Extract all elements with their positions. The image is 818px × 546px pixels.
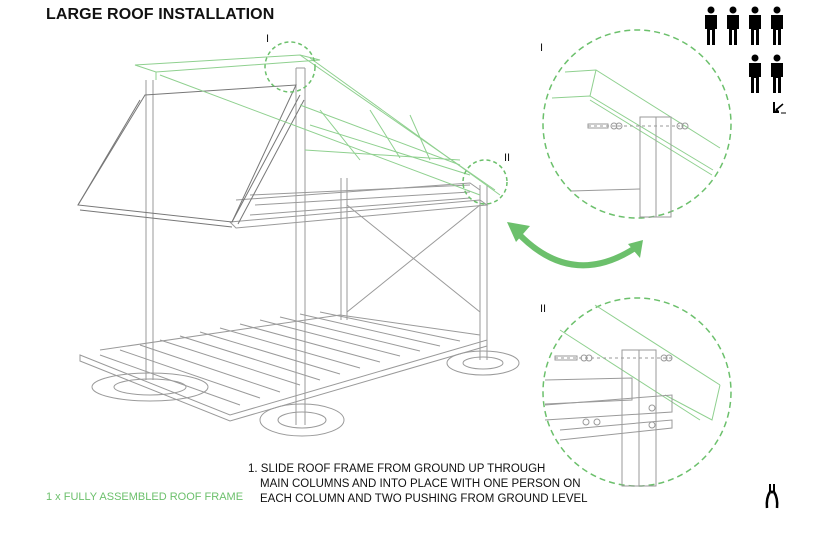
- instructions: 1. SLIDE ROOF FRAME FROM GROUND UP THROU…: [248, 462, 588, 507]
- instruction-line: EACH COLUMN AND TWO PUSHING FROM GROUND …: [260, 493, 588, 505]
- person-icon: [749, 6, 761, 45]
- detail-label-I: I: [540, 42, 544, 54]
- detail-I: [542, 29, 732, 219]
- people-required: [702, 6, 798, 102]
- column-right-front: [479, 185, 488, 360]
- callout-circle-I: [264, 41, 316, 93]
- main-column-front: [295, 67, 306, 425]
- detail-II: [542, 297, 732, 487]
- person-icon: [771, 54, 783, 93]
- ground-pad: [462, 356, 504, 370]
- person-icon: [727, 6, 739, 45]
- callout-label-II: II: [504, 152, 511, 164]
- person-icon: [749, 54, 761, 93]
- callout-label-I: I: [266, 33, 270, 45]
- instruction-line: 1. SLIDE ROOF FRAME FROM GROUND UP THROU…: [248, 463, 546, 475]
- roof-panel: [77, 84, 297, 223]
- instruction-line: MAIN COLUMNS AND INTO PLACE WITH ONE PER…: [260, 478, 581, 490]
- person-icon: [705, 6, 717, 45]
- ground-pad: [259, 403, 345, 437]
- double-arrow-icon: [507, 222, 643, 269]
- column-left-back: [145, 80, 154, 380]
- column-right-back: [340, 178, 348, 320]
- pliers-icon: [765, 484, 779, 509]
- person-icon: [771, 6, 783, 45]
- resize-arrow-icon: [773, 102, 786, 114]
- detail-label-II: II: [540, 303, 547, 315]
- ground-pad: [113, 378, 187, 396]
- roof-frame-green: [134, 54, 501, 196]
- ground-pad: [446, 350, 520, 376]
- parts-note: 1 x FULLY ASSEMBLED ROOF FRAME: [46, 491, 244, 503]
- ground-pad: [277, 411, 327, 429]
- callout-circle-II: [462, 159, 508, 205]
- floor-joists: [99, 311, 461, 406]
- page-title: LARGE ROOF INSTALLATION: [46, 6, 275, 23]
